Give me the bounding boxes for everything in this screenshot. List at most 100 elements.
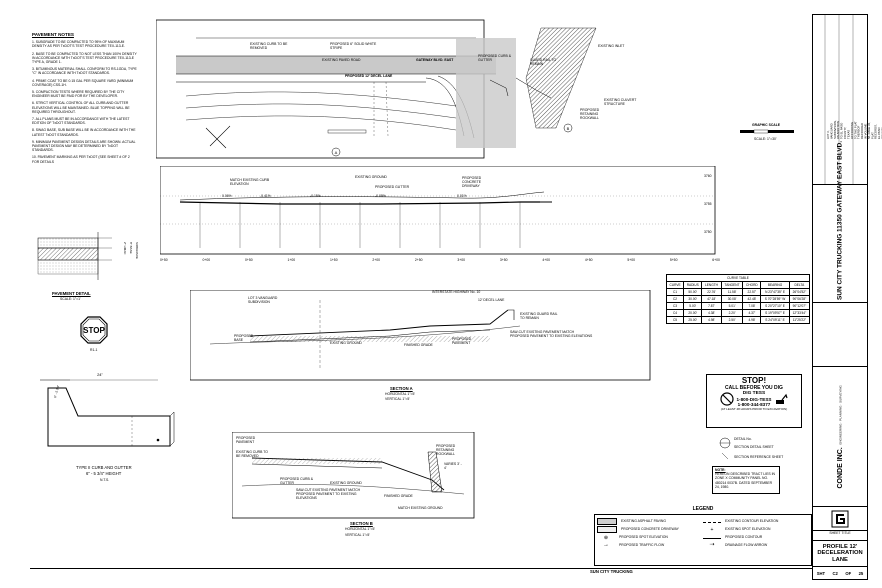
profile-slope: -0.41%	[260, 194, 271, 198]
label-guard-rail: GUARD RAIL TO REMAIN	[530, 58, 557, 67]
svg-text:A: A	[335, 150, 338, 155]
legend-label: PROPOSED CONCRETE DRIVEWAY	[621, 527, 679, 531]
legend-item: EXISTING ASPHALT PAVING	[597, 517, 703, 525]
cell: C5	[665, 316, 685, 324]
flood-note-box: NOTE: HEREON DESCRIBED TRACT LIES IN ZON…	[712, 466, 780, 494]
flood-note-text: HEREON DESCRIBED TRACT LIES IN ZONE X CO…	[715, 472, 775, 489]
cell: 4.37'	[742, 309, 762, 317]
curve-col: LENGTH	[701, 281, 722, 289]
legend-label: PROPOSED CONTOUR	[725, 535, 763, 539]
label-solid-white-stripe: PROPOSED 6" SOLID WHITE STRIPE	[330, 42, 377, 51]
pavement-notes-title: PAVEMENT NOTES	[32, 32, 74, 37]
label-existing-curb: EXISTING CURB TO BE REMOVED	[250, 42, 288, 51]
cell: 90°12'07"	[788, 302, 811, 310]
profile-slope: 0.06%	[222, 194, 232, 198]
cell: 26°04'52"	[788, 288, 811, 296]
curve-col: DELTA	[788, 281, 811, 289]
firm-panel: CONDE INC. ENGINEERING · PLANNING · SURV…	[813, 367, 867, 507]
cell: S 70°28'59" W	[760, 295, 790, 303]
graphic-scale-title: GRAPHIC SCALE	[752, 123, 781, 127]
section-marker-icon	[719, 437, 731, 460]
legend-item: →PROPOSED TRAFFIC FLOW	[603, 541, 665, 548]
svg-text:6" - 5 3/4": 6" - 5 3/4"	[53, 385, 60, 399]
section-a-finished: FINISHED GRADE	[404, 343, 433, 347]
graphic-scale-value: SCALE: 1"=30'	[754, 137, 777, 141]
project-legal: LOT 3, VANGUARD SUBDIVISION, AN ADDITION…	[826, 119, 882, 139]
legend-title: LEGEND	[692, 506, 714, 512]
firm-logo-icon	[831, 510, 849, 527]
label-existing-paved: EXISTING PAVED ROAD	[322, 58, 361, 62]
section-a-guardrail: EXISTING GUARD RAIL TO REMAIN	[520, 312, 558, 321]
section-b-proposed-curb: PROPOSED CURB & GUTTER	[280, 477, 313, 486]
cell: 2.20'	[720, 309, 744, 317]
section-a-hscale: HORIZONTAL 1"=5'	[385, 392, 416, 396]
label-existing-culvert: EXISTING CULVERT STRUCTURE	[604, 98, 637, 107]
sheet-number-row: SHT C2 OF 25	[813, 567, 867, 579]
section-b-ground: EXISTING GROUND	[330, 481, 362, 485]
curve-table: CURVE TABLE CURVE RADIUS LENGTH TANGENT …	[665, 274, 811, 324]
svg-text:2" HMAC: 2" HMAC	[123, 242, 127, 255]
cell: C3	[665, 302, 685, 310]
cell: 30.00'	[683, 295, 703, 303]
revision-panel	[813, 15, 867, 185]
cell: 22.76'	[701, 288, 722, 296]
cell: S 24°09'11" E	[760, 316, 790, 324]
section-b-pavement: PROPOSED PAVEMENT	[236, 436, 256, 445]
profile-slope: -0.15%	[310, 194, 321, 198]
cell: 20.00'	[683, 309, 703, 317]
cell: 11°25'22"	[788, 316, 811, 324]
section-a-vscale: VERTICAL 1"=5'	[385, 397, 410, 401]
flood-note-title: NOTE:	[715, 468, 726, 472]
cell: 47.18'	[701, 295, 722, 303]
footer-line	[30, 568, 812, 569]
label-retaining-wall: PROPOSED RETAINING ROCKWALL	[580, 108, 600, 121]
section-b-existing-curb: EXISTING CURB TO BE REMOVED	[236, 450, 268, 459]
cell: 5.01'	[720, 302, 744, 310]
section-a-drawing	[190, 290, 651, 381]
sheet-number: C2	[832, 570, 838, 576]
station-label: 5+00	[627, 258, 635, 262]
section-a-decel: 12' DECEL LANE	[478, 298, 505, 302]
firm-sub: ENGINEERING · PLANNING · SURVEYING	[838, 384, 842, 445]
pavement-notes: PAVEMENT NOTES 1. SUBGRADE TO BE COMPACT…	[32, 32, 137, 167]
pavement-detail-scale: SCALE: 1"=1'	[60, 297, 81, 301]
sheet-of: OF	[845, 570, 852, 576]
cell: 90°06'28"	[788, 295, 811, 303]
dig-tess-name: DIG TESS	[742, 391, 766, 396]
section-b-retaining: PROPOSED RETAINING ROCKWALL	[436, 444, 456, 457]
cell: 7.08'	[742, 302, 762, 310]
section-a-base: PROPOSED BASE	[234, 334, 254, 343]
legend-item: ⊕PROPOSED SPOT ELEVATION	[603, 534, 668, 541]
section-a-pavement: PROPOSED PAVEMENT	[452, 337, 472, 346]
plan-view-drawing: A B	[156, 19, 597, 159]
cell: C1	[665, 288, 685, 296]
station-label: 4+00	[542, 258, 550, 262]
station-label: 4+50	[584, 258, 593, 262]
footer-project: SUN CITY TRUCKING	[590, 569, 633, 574]
dig-tess-note: (AT LEAST 48 HOURS PRIOR TO EXCAVATION)	[720, 407, 788, 412]
curve-col: CHORD	[742, 281, 762, 289]
cell: 50.00'	[683, 288, 703, 296]
section-b-title: SECTION B	[350, 521, 373, 526]
section-b-vscale: VERTICAL 1"=5'	[345, 533, 370, 537]
section-b-finished: FINISHED GRADE	[384, 494, 413, 498]
note-item: 9. MINIMUM PAVEMENT DESIGN DETAILS ARE S…	[32, 139, 136, 153]
svg-text:8" BASE: 8" BASE	[129, 242, 133, 254]
curb-title: TYPE II CURB AND GUTTER	[76, 465, 132, 470]
graphic-scale-bar	[740, 129, 794, 134]
cell: 7.87'	[701, 302, 722, 310]
sheet-title-label: SHEET TITLE	[813, 531, 867, 541]
station-label: 6+00	[712, 258, 720, 262]
station-label: 2+00	[372, 258, 381, 262]
label-proposed-curb: PROPOSED CURB & GUTTER	[478, 54, 511, 63]
profile-label-gutter: PROPOSED GUTTER	[375, 185, 410, 189]
curve-table-title: CURVE TABLE	[666, 274, 810, 282]
title-block: SUN CITY TRUCKING 11350 GATEWAY EAST BLV…	[812, 14, 882, 580]
note-item: 7. ALL PLANS MUST BE IN ACCORDANCE WITH …	[32, 117, 130, 126]
profile-slope: 0.01%	[457, 194, 467, 198]
stop-sign-icon: STOP	[80, 316, 108, 344]
cell: N 23°47'35" E	[760, 288, 790, 296]
